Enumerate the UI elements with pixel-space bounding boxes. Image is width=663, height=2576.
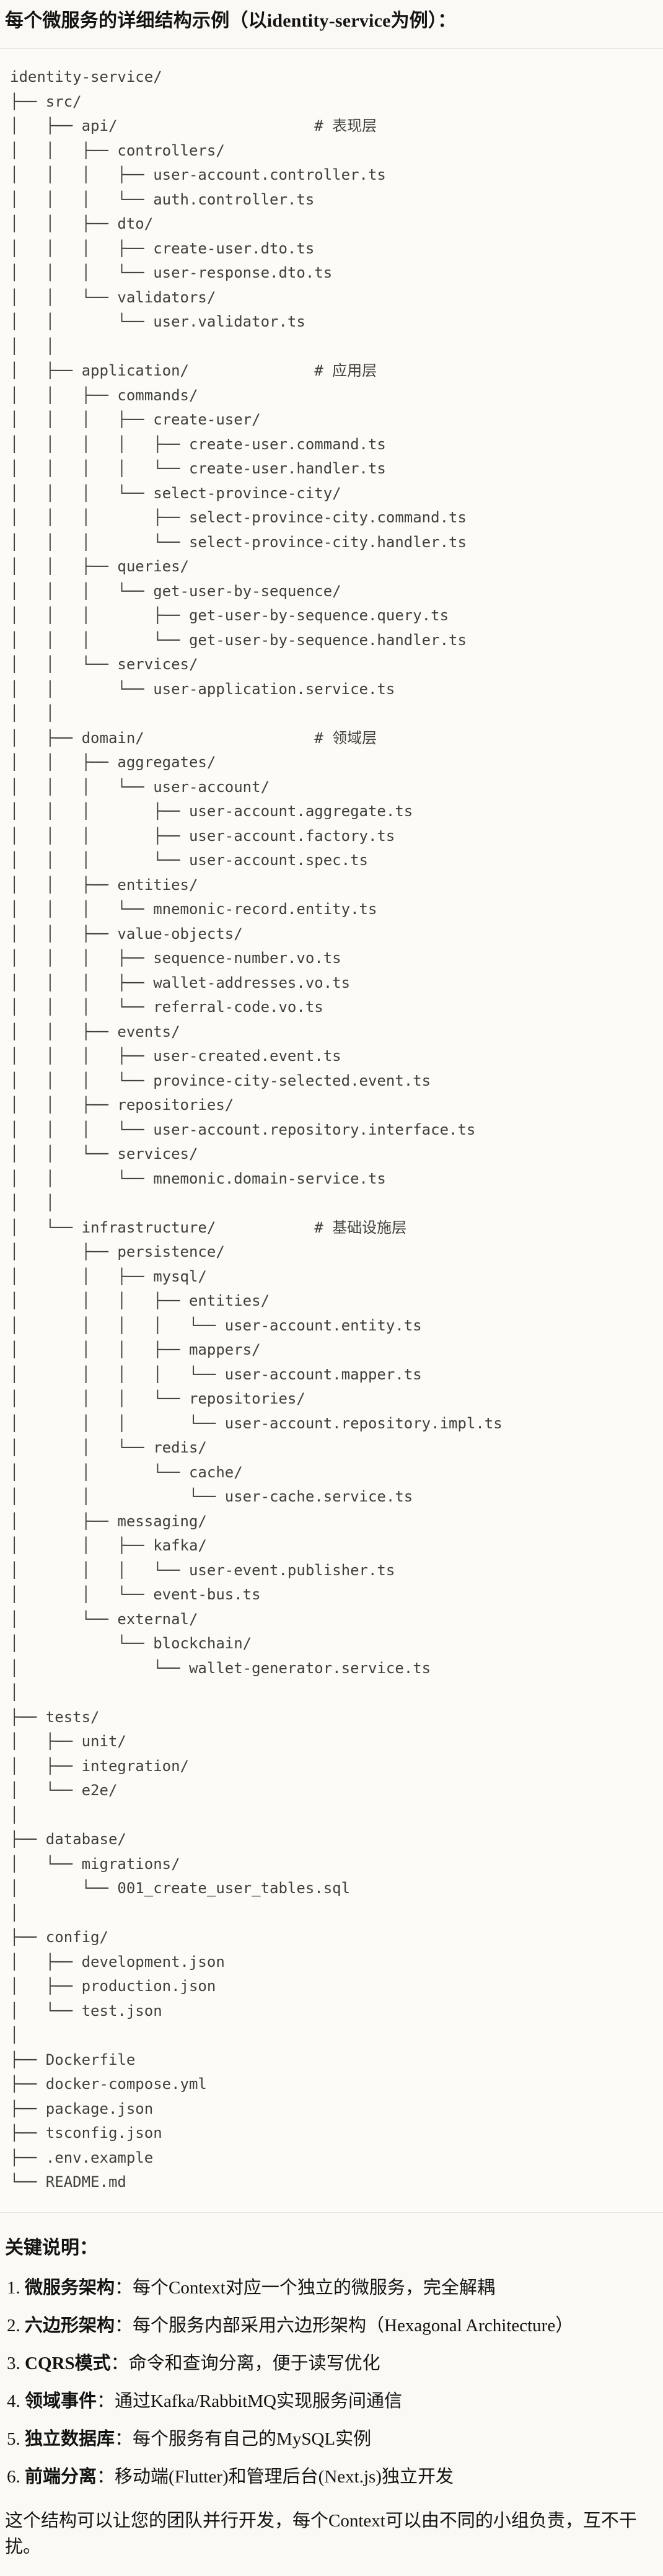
page-title: 每个微服务的详细结构示例（以identity-service为例）：	[5, 11, 457, 31]
note-term: 前端分离	[25, 2466, 97, 2487]
notes-list: 微服务架构：每个Context对应一个独立的微服务，完全解耦六边形架构：每个服务…	[4, 2277, 659, 2488]
closing-paragraph: 这个结构可以让您的团队并行开发，每个Context可以由不同的小组负责，互不干扰…	[5, 2510, 637, 2557]
note-description: 每个服务有自己的MySQL实例	[133, 2429, 372, 2449]
note-description: 命令和查询分离，便于读写优化	[128, 2353, 380, 2373]
note-colon: ：	[115, 2277, 133, 2298]
note-term: 独立数据库	[25, 2429, 115, 2449]
note-term: 领域事件	[25, 2391, 97, 2411]
note-term: CQRS模式	[25, 2353, 111, 2373]
note-item: 六边形架构：每个服务内部采用六边形架构（Hexagonal Architectu…	[25, 2315, 659, 2337]
note-item: CQRS模式：命令和查询分离，便于读写优化	[25, 2353, 659, 2375]
note-colon: ：	[115, 2315, 133, 2336]
directory-tree: identity-service/ ├── src/ │ ├── api/ # …	[10, 68, 503, 2191]
note-item: 前端分离：移动端(Flutter)和管理后台(Next.js)独立开发	[25, 2466, 659, 2488]
note-colon: ：	[110, 2353, 129, 2373]
note-colon: ：	[97, 2466, 115, 2487]
note-term: 微服务架构	[25, 2277, 115, 2298]
note-colon: ：	[97, 2391, 115, 2411]
note-description: 移动端(Flutter)和管理后台(Next.js)独立开发	[115, 2466, 454, 2487]
note-description: 通过Kafka/RabbitMQ实现服务间通信	[115, 2391, 402, 2411]
notes-heading: 关键说明：	[5, 2237, 98, 2258]
note-item: 独立数据库：每个服务有自己的MySQL实例	[25, 2429, 659, 2450]
note-item: 领域事件：通过Kafka/RabbitMQ实现服务间通信	[25, 2391, 659, 2412]
note-description: 每个服务内部采用六边形架构（Hexagonal Architecture）	[133, 2315, 574, 2336]
note-colon: ：	[115, 2429, 133, 2449]
note-item: 微服务架构：每个Context对应一个独立的微服务，完全解耦	[25, 2277, 659, 2299]
note-description: 每个Context对应一个独立的微服务，完全解耦	[133, 2277, 495, 2298]
note-term: 六边形架构	[25, 2315, 115, 2336]
code-block: identity-service/ ├── src/ │ ├── api/ # …	[0, 48, 663, 2213]
